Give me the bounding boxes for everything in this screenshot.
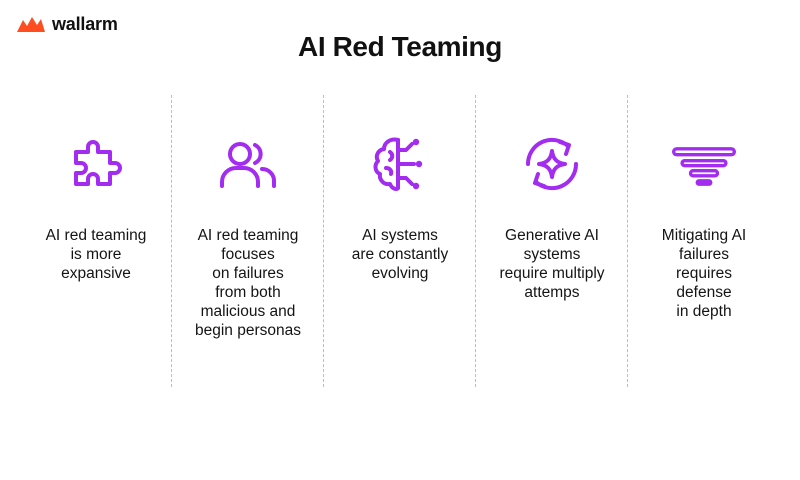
ai-brain-icon [368,132,432,196]
column-expansive: AI red teaming is more expansive [20,95,172,387]
column-evolving: AI systems are constantly evolving [324,95,476,387]
column-divider [171,95,172,387]
puzzle-icon [64,132,128,196]
page-title: AI Red Teaming [298,31,502,62]
brand-name: wallarm [52,14,118,34]
funnel-icon [672,132,736,196]
column-text: Mitigating AI failures requires defense … [661,227,747,320]
column-personas: AI red teaming focuses on failures from … [172,95,324,387]
wallarm-logo-mark-icon [17,17,45,32]
column-divider [627,95,628,387]
column-text: AI red teaming focuses on failures from … [195,227,301,339]
column-divider [475,95,476,387]
column-text: AI systems are constantly evolving [351,227,449,282]
column-text: AI red teaming is more expansive [45,227,147,282]
refresh-sparkle-icon [520,132,584,196]
column-defense: Mitigating AI failures requires defense … [628,95,780,387]
column-attempts: Generative AI systems require multiply a… [476,95,628,387]
column-text: Generative AI systems require multiply a… [499,227,605,301]
columns: AI red teaming is more expansive AI red … [20,95,780,387]
users-icon [216,132,280,196]
wallarm-logo[interactable]: wallarm [16,12,118,36]
column-divider [323,95,324,387]
